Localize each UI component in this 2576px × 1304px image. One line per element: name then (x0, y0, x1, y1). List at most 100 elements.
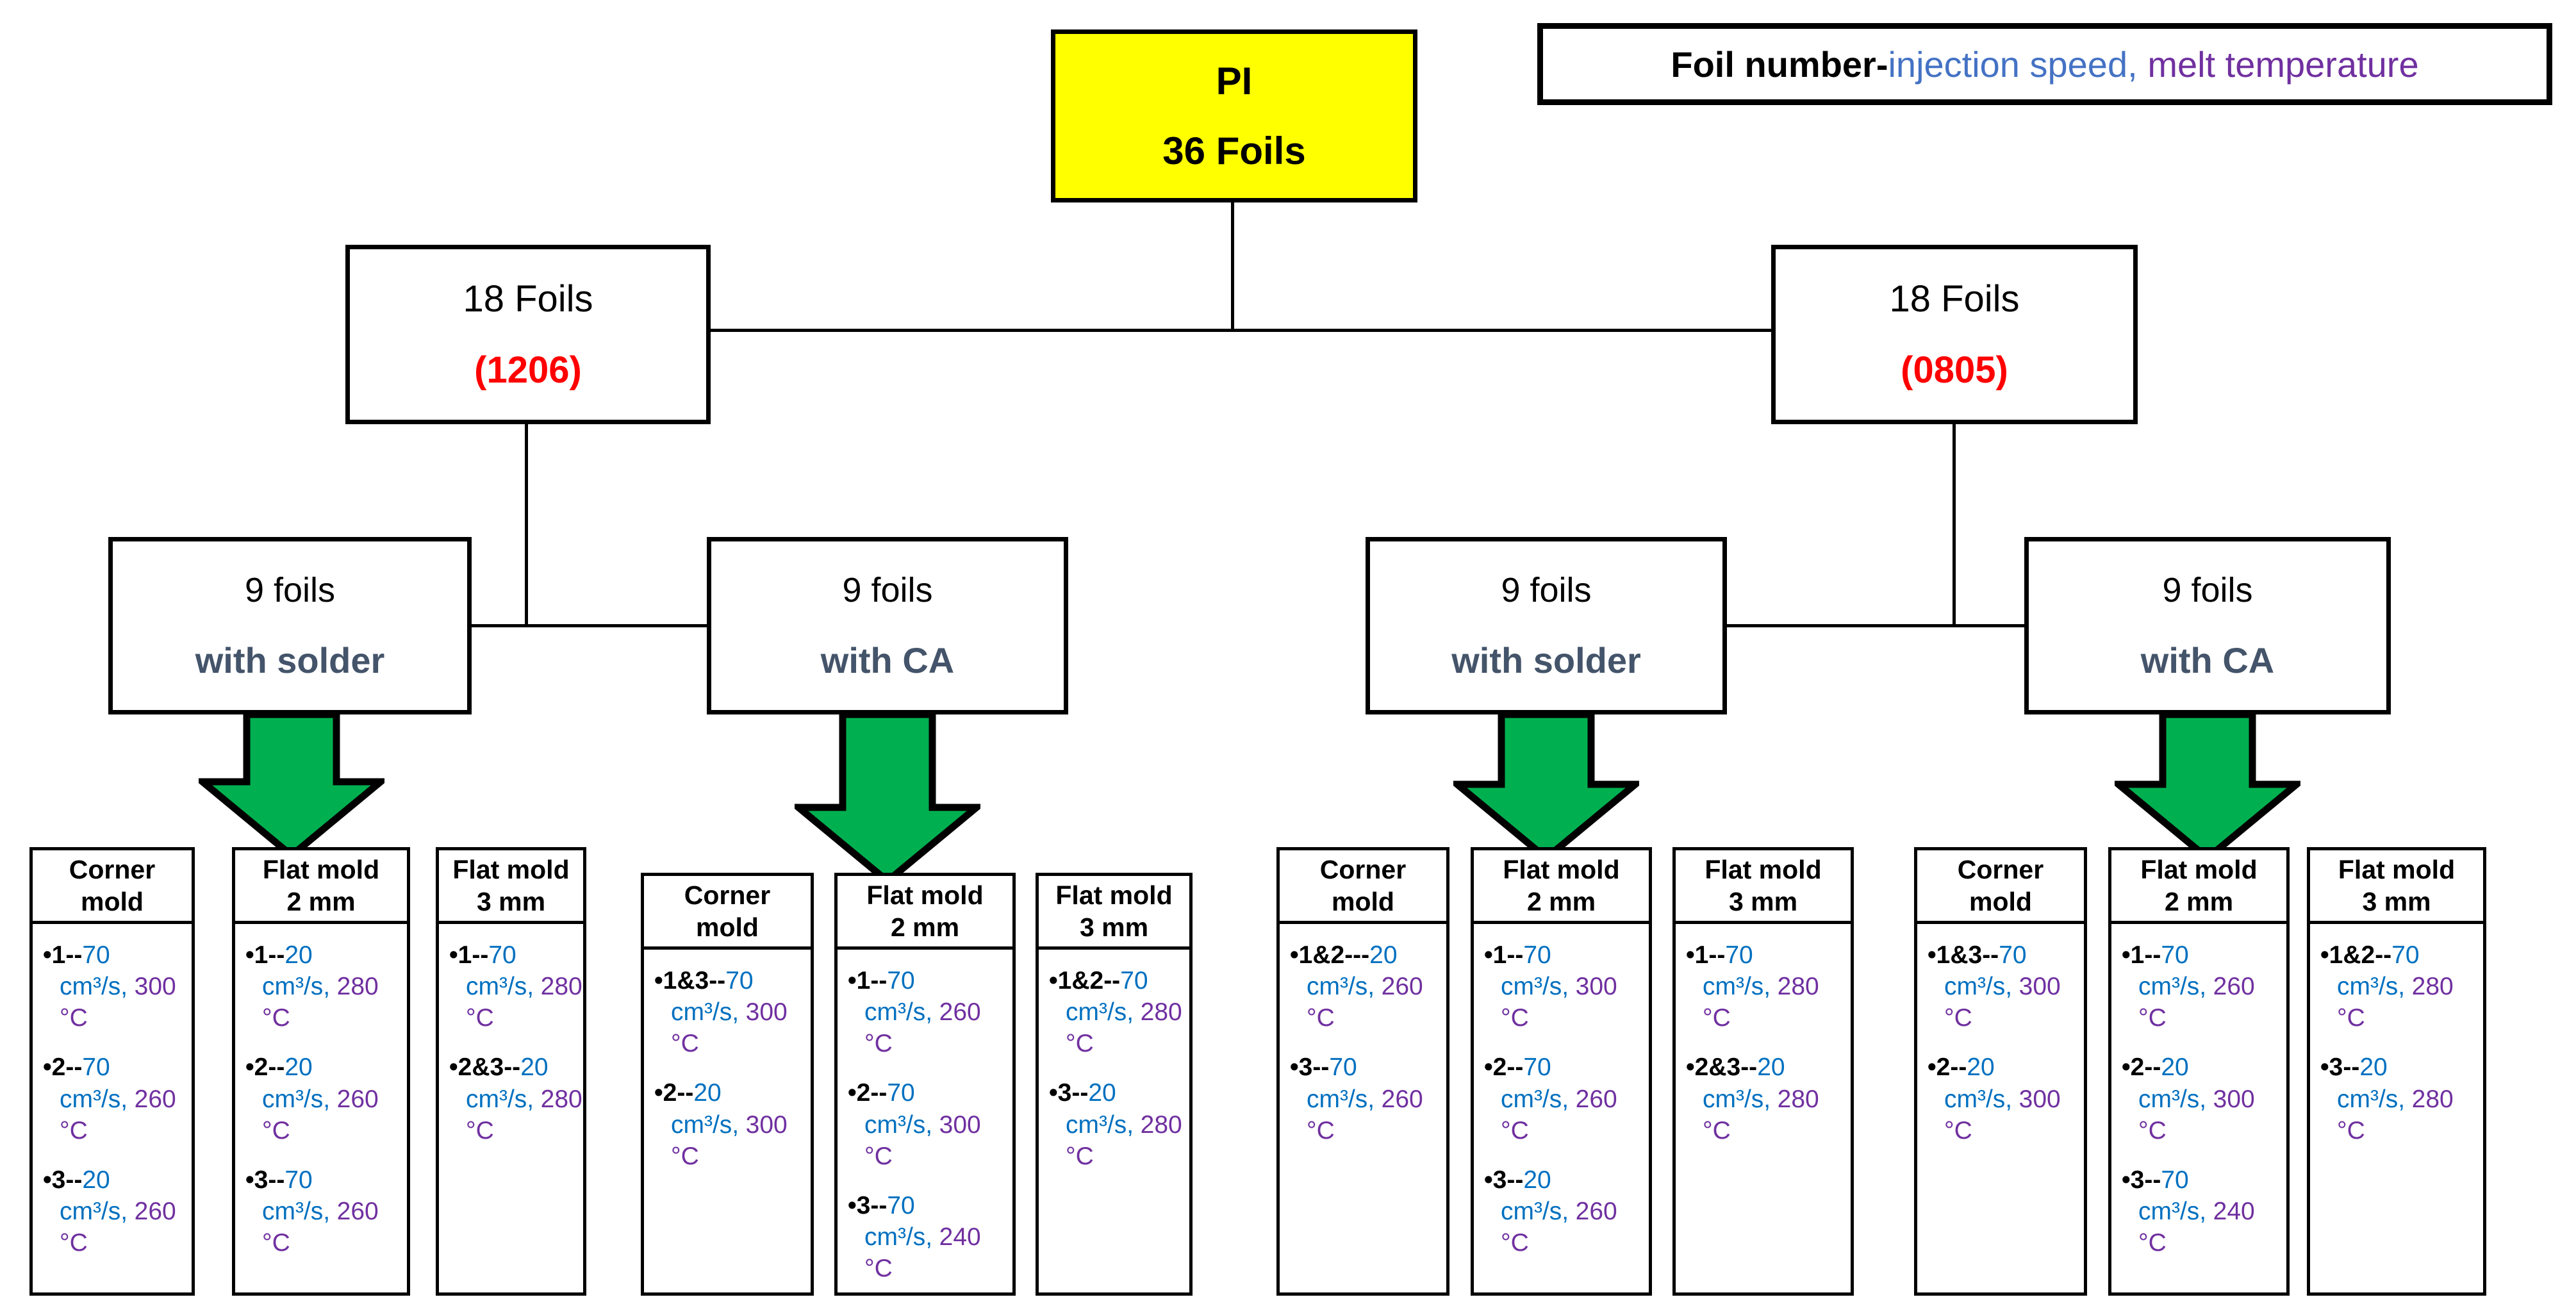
subgroup-node-0805-solder: 9 foils with solder (1366, 537, 1727, 714)
foil-entry-list: •1--70 cm³/s,280 °C •2&3--20 cm³/s,280 °… (439, 924, 583, 1146)
detail-box-title: Flat mold 3 mm (1676, 850, 1851, 924)
branch-node-0805: 18 Foils (0805) (1771, 245, 2138, 424)
foil-entry: •3--20 cm³/s,280 °C (1049, 1079, 1182, 1170)
foil-entry: •3--20 cm³/s,260 °C (43, 1166, 176, 1257)
detail-box-title: Flat mold 2 mm (1474, 850, 1649, 924)
detail-box-flat-mold-2mm: Flat mold 2 mm •1--20 cm³/s,280 °C •2--2… (232, 847, 410, 1296)
detail-box-corner-mold: Corner mold •1&2---20 cm³/s,260 °C •3--7… (1276, 847, 1449, 1296)
subgroup-method: with solder (1451, 640, 1641, 681)
green-down-arrow-icon (1453, 711, 1639, 861)
foil-entry: •1&2--70 cm³/s,280 °C (2320, 941, 2454, 1032)
foil-entry: •2--70 cm³/s,260 °C (1484, 1053, 1617, 1144)
subgroup-node-1206-solder: 9 foils with solder (108, 537, 472, 714)
subgroup-method: with CA (2140, 640, 2275, 681)
foil-entry: •1--70 cm³/s,280 °C (449, 941, 582, 1032)
legend-foil-label: Foil number- (1671, 44, 1888, 85)
subgroup-count: 9 foils (244, 571, 336, 610)
foil-entry: •3--20 cm³/s,280 °C (2320, 1053, 2454, 1144)
branch-count: 18 Foils (463, 278, 593, 320)
green-down-arrow-icon (2115, 711, 2300, 861)
foil-entry: •1&3--70 cm³/s,300 °C (1928, 941, 2061, 1032)
legend-speed-label: injection speed, (1888, 44, 2138, 85)
foil-entry: •1&2---20 cm³/s,260 °C (1290, 941, 1423, 1032)
foil-entry: •2--70 cm³/s,260 °C (43, 1053, 176, 1144)
foil-entry: •1&3--70 cm³/s,300 °C (654, 967, 788, 1058)
foil-entry: •3--20 cm³/s,260 °C (1484, 1166, 1617, 1257)
detail-box-corner-mold: Corner mold •1&3--70 cm³/s,300 °C •2--20… (1914, 847, 2087, 1296)
legend-temp-label: melt temperature (2147, 44, 2419, 85)
foil-entry: •1--70 cm³/s,300 °C (43, 941, 176, 1032)
detail-box-flat-mold-3mm: Flat mold 3 mm •1&2--70 cm³/s,280 °C •3-… (2307, 847, 2486, 1296)
detail-box-title: Corner mold (1917, 850, 2084, 924)
foil-entry-list: •1&2---20 cm³/s,260 °C •3--70 cm³/s,260 … (1280, 924, 1446, 1146)
detail-box-flat-mold-3mm: Flat mold 3 mm •1--70 cm³/s,280 °C •2&3-… (436, 847, 586, 1296)
foil-entry: •1--70 cm³/s,280 °C (1686, 941, 1819, 1032)
foil-entry: •1--70 cm³/s,260 °C (2122, 941, 2255, 1032)
connector-level2-right-horizontal (1725, 624, 2026, 627)
detail-box-title: Flat mold 3 mm (1039, 876, 1189, 950)
green-down-arrow-icon (795, 711, 980, 884)
foil-entry: •2--20 cm³/s,300 °C (2122, 1053, 2255, 1144)
foil-entry: •1--20 cm³/s,280 °C (245, 941, 379, 1032)
branch-code: (1206) (474, 349, 582, 391)
root-node-count: 36 Foils (1162, 129, 1306, 172)
branch-node-1206: 18 Foils (1206) (345, 245, 711, 424)
foil-entry-list: •1--70 cm³/s,260 °C •2--70 cm³/s,300 °C … (838, 950, 1012, 1284)
detail-box-flat-mold-2mm: Flat mold 2 mm •1--70 cm³/s,260 °C •2--7… (834, 873, 1016, 1296)
foil-entry-list: •1&2--70 cm³/s,280 °C •3--20 cm³/s,280 °… (2310, 924, 2483, 1146)
foil-entry-list: •1&3--70 cm³/s,300 °C •2--20 cm³/s,300 °… (1917, 924, 2084, 1146)
foil-entry-list: •1--70 cm³/s,260 °C •2--20 cm³/s,300 °C … (2111, 924, 2286, 1259)
green-down-arrow-icon (199, 711, 384, 859)
detail-box-title: Corner mold (644, 876, 811, 950)
detail-box-title: Flat mold 3 mm (439, 850, 583, 924)
foil-entry-list: •1&2--70 cm³/s,280 °C •3--20 cm³/s,280 °… (1039, 950, 1189, 1172)
foil-entry: •3--70 cm³/s,240 °C (2122, 1166, 2255, 1257)
detail-box-title: Flat mold 3 mm (2310, 850, 2483, 924)
detail-box-flat-mold-3mm: Flat mold 3 mm •1--70 cm³/s,280 °C •2&3-… (1672, 847, 1854, 1296)
foil-entry: •2&3--20 cm³/s,280 °C (1686, 1053, 1819, 1144)
foil-entry-list: •1--70 cm³/s,280 °C •2&3--20 cm³/s,280 °… (1676, 924, 1851, 1146)
branch-code: (0805) (1901, 349, 2008, 391)
detail-box-flat-mold-2mm: Flat mold 2 mm •1--70 cm³/s,260 °C •2--2… (2108, 847, 2290, 1296)
foil-entry: •1--70 cm³/s,300 °C (1484, 941, 1617, 1032)
root-node-title: PI (1216, 60, 1253, 103)
foil-entry-list: •1&3--70 cm³/s,300 °C •2--20 cm³/s,300 °… (644, 950, 811, 1172)
connector-0805-vertical (1953, 423, 1956, 627)
subgroup-count: 9 foils (2162, 571, 2253, 610)
connector-level1-horizontal (709, 329, 1772, 332)
subgroup-count: 9 foils (842, 571, 933, 610)
detail-box-title: Corner mold (33, 850, 192, 924)
foil-entry-list: •1--20 cm³/s,280 °C •2--20 cm³/s,260 °C … (235, 924, 407, 1259)
detail-box-flat-mold-2mm: Flat mold 2 mm •1--70 cm³/s,300 °C •2--7… (1471, 847, 1652, 1296)
foil-entry: •3--70 cm³/s,260 °C (245, 1166, 379, 1257)
detail-box-title: Flat mold 2 mm (235, 850, 407, 924)
branch-count: 18 Foils (1889, 278, 2020, 320)
foil-entry-list: •1--70 cm³/s,300 °C •2--70 cm³/s,260 °C … (33, 924, 192, 1259)
subgroup-count: 9 foils (1501, 571, 1592, 610)
subgroup-node-0805-ca: 9 foils with CA (2024, 537, 2391, 714)
subgroup-method: with CA (820, 640, 955, 681)
detail-box-corner-mold: Corner mold •1--70 cm³/s,300 °C •2--70 c… (29, 847, 195, 1296)
foil-entry: •2--20 cm³/s,260 °C (245, 1053, 379, 1144)
detail-box-corner-mold: Corner mold •1&3--70 cm³/s,300 °C •2--20… (641, 873, 814, 1296)
connector-level2-left-horizontal (470, 624, 709, 627)
root-node-pi: PI 36 Foils (1051, 29, 1417, 202)
detail-box-title: Flat mold 2 mm (2111, 850, 2286, 924)
foil-entry-list: •1--70 cm³/s,300 °C •2--70 cm³/s,260 °C … (1474, 924, 1649, 1259)
foil-entry: •2--20 cm³/s,300 °C (1928, 1053, 2061, 1144)
detail-box-title: Corner mold (1280, 850, 1446, 924)
foil-entry: •2--20 cm³/s,300 °C (654, 1079, 788, 1170)
foil-entry: •3--70 cm³/s,240 °C (848, 1191, 981, 1282)
subgroup-method: with solder (195, 640, 385, 681)
foil-entry: •3--70 cm³/s,260 °C (1290, 1053, 1423, 1144)
connector-root-vertical (1231, 201, 1234, 331)
detail-box-title: Flat mold 2 mm (838, 876, 1012, 950)
legend-box: Foil number-injection speed,melt tempera… (1537, 23, 2552, 105)
subgroup-node-1206-ca: 9 foils with CA (707, 537, 1068, 714)
connector-1206-vertical (525, 423, 528, 627)
foil-entry: •2--70 cm³/s,300 °C (848, 1079, 981, 1170)
detail-box-flat-mold-3mm: Flat mold 3 mm •1&2--70 cm³/s,280 °C •3-… (1036, 873, 1193, 1296)
foil-entry: •2&3--20 cm³/s,280 °C (449, 1053, 582, 1144)
foil-entry: •1&2--70 cm³/s,280 °C (1049, 967, 1182, 1058)
